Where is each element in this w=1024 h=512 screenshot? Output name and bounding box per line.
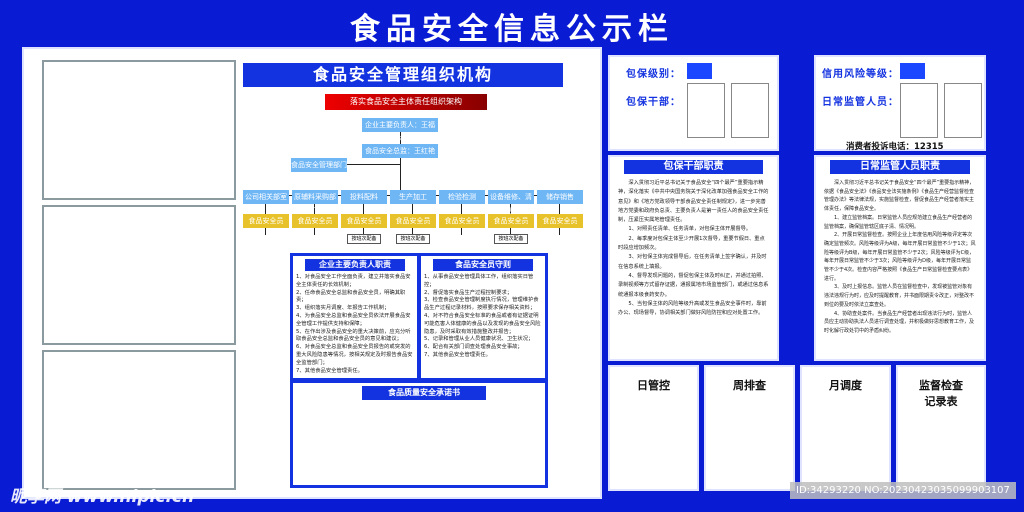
record-monthly: 月调度 [800, 365, 891, 491]
duty-item: 2、开展日常监督检查。按照企业上年度信用风险等级评定等次确定监管频次。风险等级评… [824, 232, 976, 282]
record-inspection: 监督检查记录表 [896, 365, 986, 491]
duty-item: 1、从事食品安全管理具体工作，组织落实日管控； [424, 274, 534, 288]
package-level-label: 包保级别： [626, 69, 681, 80]
org-node-director: 食品安全总监：王红艳 [362, 144, 438, 158]
duty-item: 3、检查食品安全管理制度执行情况，管理维护食品生产过程记录材料，按照要求保存相关… [424, 297, 539, 312]
page-title: 食品安全信息公示栏 [350, 12, 674, 47]
duty-item: 4、协助查处案件。当食品生产经营者出现违法行为时，监管人员应主动协助执法人员进行… [824, 310, 975, 334]
duty-item: 5、当包保主体的风险等级升高或发生食品安全事件时，靠前办公、现场督导，协调相关部… [618, 300, 767, 317]
org-dept: 生产加工 [390, 190, 436, 204]
duty-title: 食品安全员守则 [433, 259, 533, 271]
promise-title: 食品质量安全承诺书 [362, 386, 486, 400]
org-chart: 企业主要负责人：王福林 食品安全总监：王红艳 食品安全管理部门 公司相关部室 食… [240, 112, 583, 247]
record-weekly: 周排查 [704, 365, 795, 491]
cadre-duty-title: 包保干部职责 [624, 160, 763, 174]
risk-info-box: 信用风险等级： 日常监管人员： 消费者投诉电话：12315 [814, 55, 986, 152]
cadre-photo [731, 83, 769, 138]
org-dept: 投料配料 [341, 190, 387, 204]
duty-item: 4、督导发现问题的，督促包保主体及时纠正，并通过拍照、录制视频等方式留存证据，通… [618, 272, 769, 298]
duty-item: 1、对照责任清单、任务清单，对包保主体开展督导。 [628, 226, 752, 233]
org-officer: 食品安全员 [439, 214, 485, 228]
duty-item: 4、对不符合食品安全标准的食品或者有证据证明可能危害人体健康的食品以及发现的食品… [424, 312, 541, 335]
org-title: 食品安全管理组织机构 [243, 63, 563, 87]
duty-item: 深入贯彻习近平总书记关于食品安全“四个最严”重要指示精神，深化落实《中共中央国务… [618, 180, 769, 224]
duty-box-officer: 食品安全员守则 1、从事食品安全管理具体工作，组织落实日管控；2、督促落实食品生… [418, 253, 548, 381]
org-officer: 食品安全员 [243, 214, 289, 228]
staff-duty-box: 日常监管人员职责 深入贯彻习近平总书记关于食品安全“四个最严”重要指示精神，依据… [814, 155, 986, 361]
org-dept: 原辅料采购部门 [292, 190, 338, 215]
org-dept: 设备维修、清理 [488, 190, 534, 215]
duty-item: 6、对食品安全总监和食品安全员报告的或突发的重大风险隐患等情况，按相关规定及时报… [296, 344, 413, 366]
photo-frame [42, 60, 236, 200]
duty-box-head: 企业主要负责人职责 1、对食品安全工作全面负责，建立并落实食品安全主体责任的长效… [290, 253, 420, 381]
duty-title: 企业主要负责人职责 [305, 259, 405, 271]
duty-item: 5、记录和管理从业人员健康状况、卫生状况； [424, 336, 534, 343]
record-daily: 日管控 [608, 365, 699, 491]
duty-item: 7、其他食品安全管理责任。 [296, 367, 363, 374]
duty-item: 1、建立监管档案。日常监管人员应规范建立食品生产经营者的监管档案，确保监管辖区底… [824, 214, 973, 230]
org-tag: 按班次配备 [494, 234, 528, 244]
org-dept: 检验检测 [439, 190, 485, 204]
staff-photo [900, 83, 938, 138]
org-banner: 落实食品安全主体责任组织架构 [325, 94, 487, 110]
duty-item: 1、对食品安全工作全面负责，建立并落实食品安全主体责任的长效机制； [296, 274, 411, 288]
cadre-duty-box: 包保干部职责 深入贯彻习近平总书记关于食品安全“四个最严”重要指示精神，深化落实… [608, 155, 779, 361]
photo-frame [42, 350, 236, 490]
duty-item: 5、在作出涉及食品安全的重大决策前，应充分听取食品安全总监和食品安全员的意见和建… [296, 328, 411, 343]
package-cadre-label: 包保干部： [626, 97, 681, 108]
duty-item: 2、每季度对包保主体至少开展1次督导，重要节假日、重点时段应增加频次。 [618, 235, 765, 252]
duty-item: 3、及时上报信息。监管人员在监督检查中，发现被监管对象有违法违规行为时，应及时提… [824, 284, 975, 308]
risk-level-value [900, 63, 925, 79]
duty-item: 2、任命食品安全总监和食品安全员，明确其职责； [296, 289, 406, 304]
watermark-logo: 昵享网 www.nipic.cn [10, 487, 195, 507]
duty-item: 4、为食品安全总监和食品安全员依法开展食品安全管理工作提供支持和保障； [296, 312, 411, 327]
staff-photo [944, 83, 982, 138]
org-officer: 食品安全员 [292, 214, 338, 228]
staff-duty-title: 日常监管人员职责 [830, 160, 970, 174]
risk-level-label: 信用风险等级： [822, 69, 899, 80]
watermark-id: ID:34293220 NO:20230423035099903107 [790, 482, 1016, 499]
org-tag: 按班次配备 [347, 234, 381, 244]
cadre-photo [687, 83, 725, 138]
duty-item: 3、组织落实月调度、年报告工作机制； [296, 305, 390, 312]
org-officer: 食品安全员 [537, 214, 583, 228]
duty-item: 2、督促落实食品生产过程控制要求； [424, 289, 513, 296]
org-officer: 食品安全员 [341, 214, 387, 228]
duty-item: 3、对包保主体完成督导后，在任务清单上签字确认，并及时在信息系统上填报。 [618, 254, 767, 270]
org-tag: 按班次配备 [396, 234, 430, 244]
org-node-head: 企业主要负责人：王福林 [362, 118, 438, 143]
photo-frame [42, 205, 236, 345]
org-node-mgmt: 食品安全管理部门 [291, 158, 347, 172]
duty-item: 7、其他食品安全管理责任。 [424, 351, 491, 358]
org-officer: 食品安全员 [390, 214, 436, 228]
org-officer: 食品安全员 [488, 214, 534, 228]
org-dept: 公司相关部室 [243, 190, 289, 204]
duty-item: 深入贯彻习近平总书记关于食品安全“四个最严”重要指示精神，依据《食品安全法》《食… [824, 180, 975, 213]
hotline: 消费者投诉电话：12315 [846, 142, 944, 152]
duty-item: 6、配合有关部门调查处理食品安全事故； [424, 344, 523, 351]
org-dept: 储存销售 [537, 190, 583, 204]
package-level-value [687, 63, 712, 79]
staff-label: 日常监管人员： [822, 97, 899, 108]
package-info-box: 包保级别： 包保干部： [608, 55, 779, 151]
